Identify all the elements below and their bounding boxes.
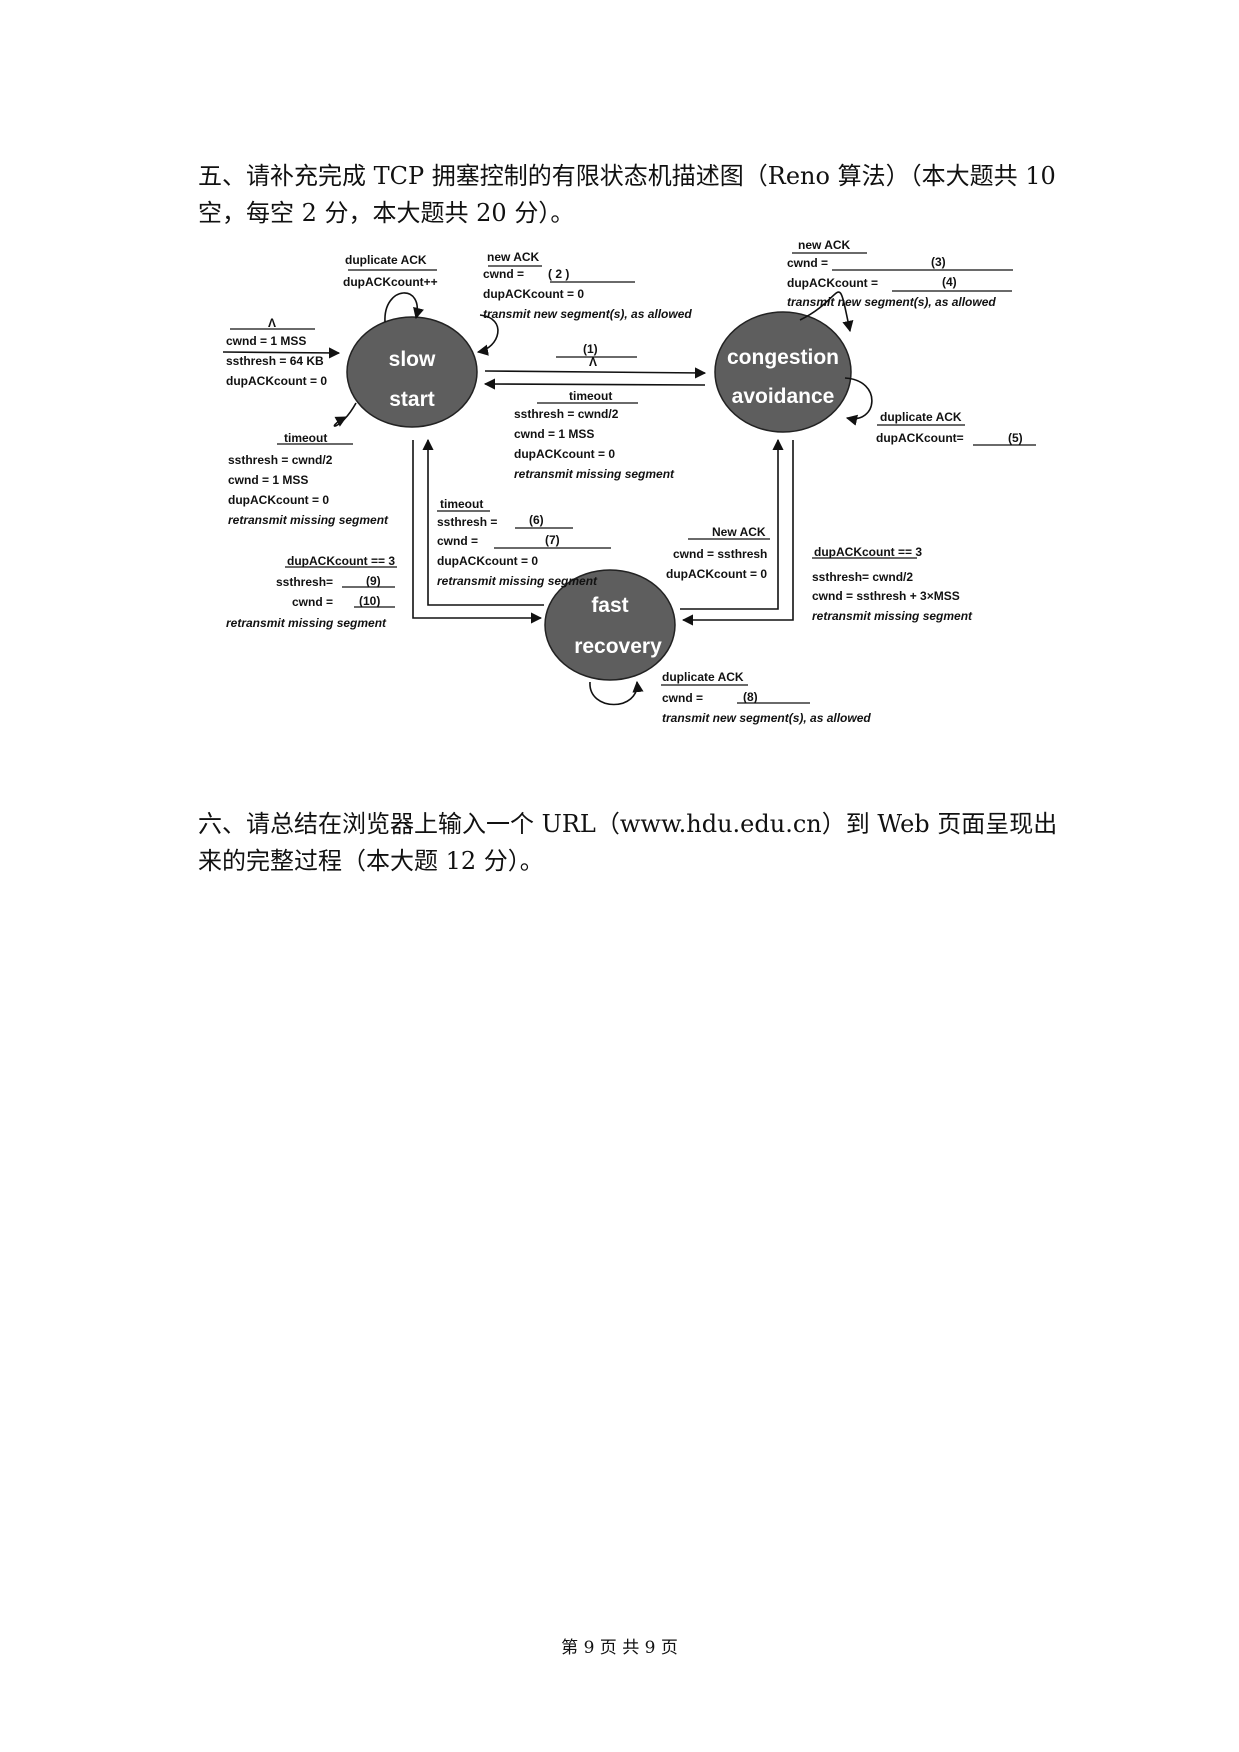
fr-timeout-label-3: cwnd = [437,534,478,548]
blank-4: (4) [942,275,957,289]
arrow-fr-to-ss [422,438,544,606]
ss-timeout-label-4: dupACKcount = 0 [228,493,329,507]
blank-2: ( 2 ) [548,267,569,281]
ca-newack-label-2: cwnd = [787,256,828,270]
arrow-ca-to-fr [681,440,794,626]
state-label-slow: slow [389,348,436,371]
ca-to-ss-label-5: retransmit missing segment [514,467,675,481]
ca-to-fr-label-3: cwnd = ssthresh + 3×MSS [812,589,960,603]
fr-dupack-label-3: transmit new segment(s), as allowed [662,711,871,725]
ss-to-fr-label-1: dupACKcount == 3 [287,554,395,568]
state-label-recovery: recovery [574,635,662,658]
question-6-text: 六、请总结在浏览器上输入一个 URL（www.hdu.edu.cn）到 Web … [198,810,1058,875]
ss-timeout-label-1: timeout [284,431,327,445]
init-label-3: dupACKcount = 0 [226,374,327,388]
ss-timeout-label-5: retransmit missing segment [228,513,389,527]
state-congestion-avoidance: congestion avoidance [714,311,852,433]
arrow-ca-newack-loop [799,291,854,333]
page-footer: 第 9 页 共 9 页 [561,1638,678,1658]
ss-timeout-label-2: ssthresh = cwnd/2 [228,453,333,467]
ca-to-fr-label-2: ssthresh= cwnd/2 [812,570,913,584]
ca-to-ss-label-2: ssthresh = cwnd/2 [514,407,619,421]
ss-timeout-label-3: cwnd = 1 MSS [228,473,308,487]
arrow-ss-newack-loop [476,314,499,356]
state-label-fast: fast [591,594,628,617]
ss-newack-label-4: transmit new segment(s), as allowed [483,307,692,321]
arrow-init [222,347,341,359]
state-label-congestion: congestion [727,346,839,369]
arrow-ss-timeout-loop [333,402,357,427]
fr-timeout-label-2: ssthresh = [437,515,497,529]
ca-to-ss-label-1: timeout [569,389,612,403]
fr-timeout-label-4: dupACKcount = 0 [437,554,538,568]
ca-dupack-label-2: dupACKcount= [876,431,964,445]
init-lambda: Λ [268,316,276,330]
ss-dupack-label-2: dupACKcount++ [343,275,438,289]
arrow-fr-to-ca [680,438,784,610]
blank-3: (3) [931,255,946,269]
blank-10: (10) [359,594,380,608]
arrow-ca-to-ss [483,378,706,390]
tcp-reno-fsm-diagram: slow start congestion avoidance fast rec… [222,238,1036,725]
ca-newack-label-3: dupACKcount = [787,276,878,290]
init-label-2: ssthresh = 64 KB [226,354,324,368]
fr-dupack-label-1: duplicate ACK [662,670,744,684]
fr-to-ca-label-1: New ACK [712,525,766,539]
fr-dupack-label-2: cwnd = [662,691,703,705]
blank-1: (1) [583,342,598,356]
ss-to-ca-lambda: Λ [589,355,597,369]
ca-dupack-label-1: duplicate ACK [880,410,962,424]
state-fast-recovery: fast recovery [544,569,676,681]
ca-to-fr-label-1: dupACKcount == 3 [814,545,922,559]
ca-to-ss-label-4: dupACKcount = 0 [514,447,615,461]
ss-to-fr-label-3: cwnd = [292,595,333,609]
ca-to-ss-label-3: cwnd = 1 MSS [514,427,594,441]
blank-6: (6) [529,513,544,527]
arrow-ca-dupack-loop [844,377,873,426]
fr-timeout-label-1: timeout [440,497,483,511]
ss-newack-label-3: dupACKcount = 0 [483,287,584,301]
blank-7: (7) [545,533,560,547]
ss-dupack-label-1: duplicate ACK [345,253,427,267]
state-label-avoidance: avoidance [732,385,835,408]
blank-9: (9) [366,574,381,588]
arrow-ss-to-fr [412,440,543,624]
ss-to-fr-label-2: ssthresh= [276,575,333,589]
state-label-start: start [389,388,435,411]
blank-8: (8) [743,690,758,704]
ca-newack-label-4: transmit new segment(s), as allowed [787,295,996,309]
arrow-fr-dupack-loop [589,680,644,706]
ss-newack-label-1: new ACK [487,250,540,264]
fr-to-ca-label-3: dupACKcount = 0 [666,567,767,581]
arrow-ss-dupack-loop [384,292,424,323]
arrow-ss-to-ca [484,367,707,379]
fr-to-ca-label-2: cwnd = ssthresh [673,547,767,561]
ss-newack-label-2: cwnd = [483,267,524,281]
blank-5: (5) [1008,431,1023,445]
state-slow-start: slow start [346,316,478,428]
ca-to-fr-label-4: retransmit missing segment [812,609,973,623]
fr-timeout-label-5: retransmit missing segment [437,574,598,588]
ca-newack-label-1: new ACK [798,238,851,252]
init-label-1: cwnd = 1 MSS [226,334,306,348]
ss-to-fr-label-4: retransmit missing segment [226,616,387,630]
question-5-text: 五、请补充完成 TCP 拥塞控制的有限状态机描述图（Reno 算法）（本大题共 … [198,162,1056,227]
